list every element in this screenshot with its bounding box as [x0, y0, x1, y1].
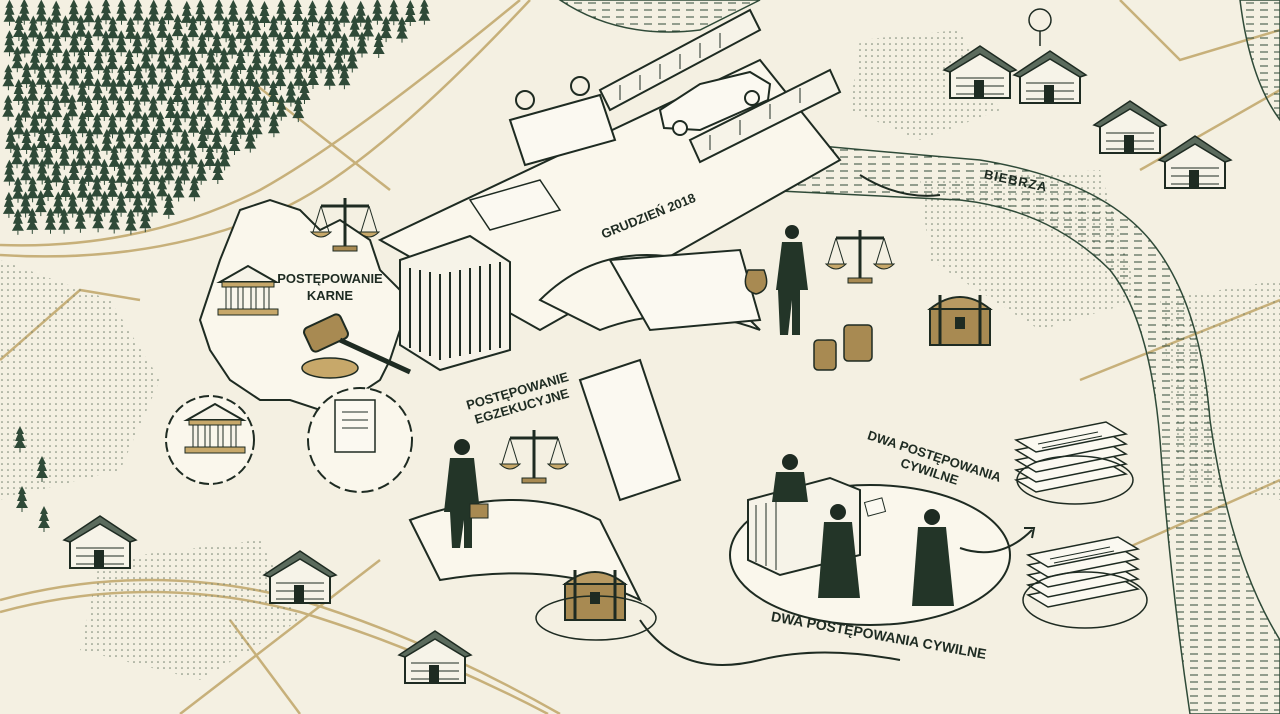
- document-scroll-icon: [468, 179, 562, 231]
- flow-arrows: [639, 174, 1036, 666]
- document-scroll-icon: [578, 248, 762, 502]
- svg-text:POSTĘPOWANIE: POSTĘPOWANIE: [277, 271, 383, 286]
- river-biebrza: [558, 0, 1280, 714]
- platform-outline: [535, 595, 657, 641]
- gavel-icon: [301, 313, 412, 379]
- lawyer-figure-icon: [444, 439, 489, 548]
- treasure-chest-icon: [928, 293, 992, 347]
- car-icon: [658, 70, 772, 136]
- svg-text:KARNE: KARNE: [307, 288, 354, 303]
- weights-icon: [813, 324, 873, 371]
- money-bag-icon: [744, 269, 768, 295]
- lawyer-figure-icon: [776, 225, 808, 335]
- platform-outline: [1022, 571, 1148, 629]
- platform-outline: [1016, 455, 1134, 505]
- judge-figure-icon: [772, 454, 808, 502]
- treasure-chest-icon: [563, 568, 627, 622]
- gear-icon: [198, 198, 401, 412]
- tree-icon: [1028, 8, 1052, 46]
- prison-icon: [399, 234, 511, 372]
- judge-figure-icon: [818, 497, 887, 598]
- judge-figure-icon: [912, 509, 954, 606]
- label-postepowanie-karne: POSTĘPOWANIE KARNE: [277, 271, 383, 303]
- overturned-cart-icon: [508, 76, 617, 167]
- bridge-icon: [598, 8, 842, 164]
- document-scroll-icon: [334, 399, 376, 453]
